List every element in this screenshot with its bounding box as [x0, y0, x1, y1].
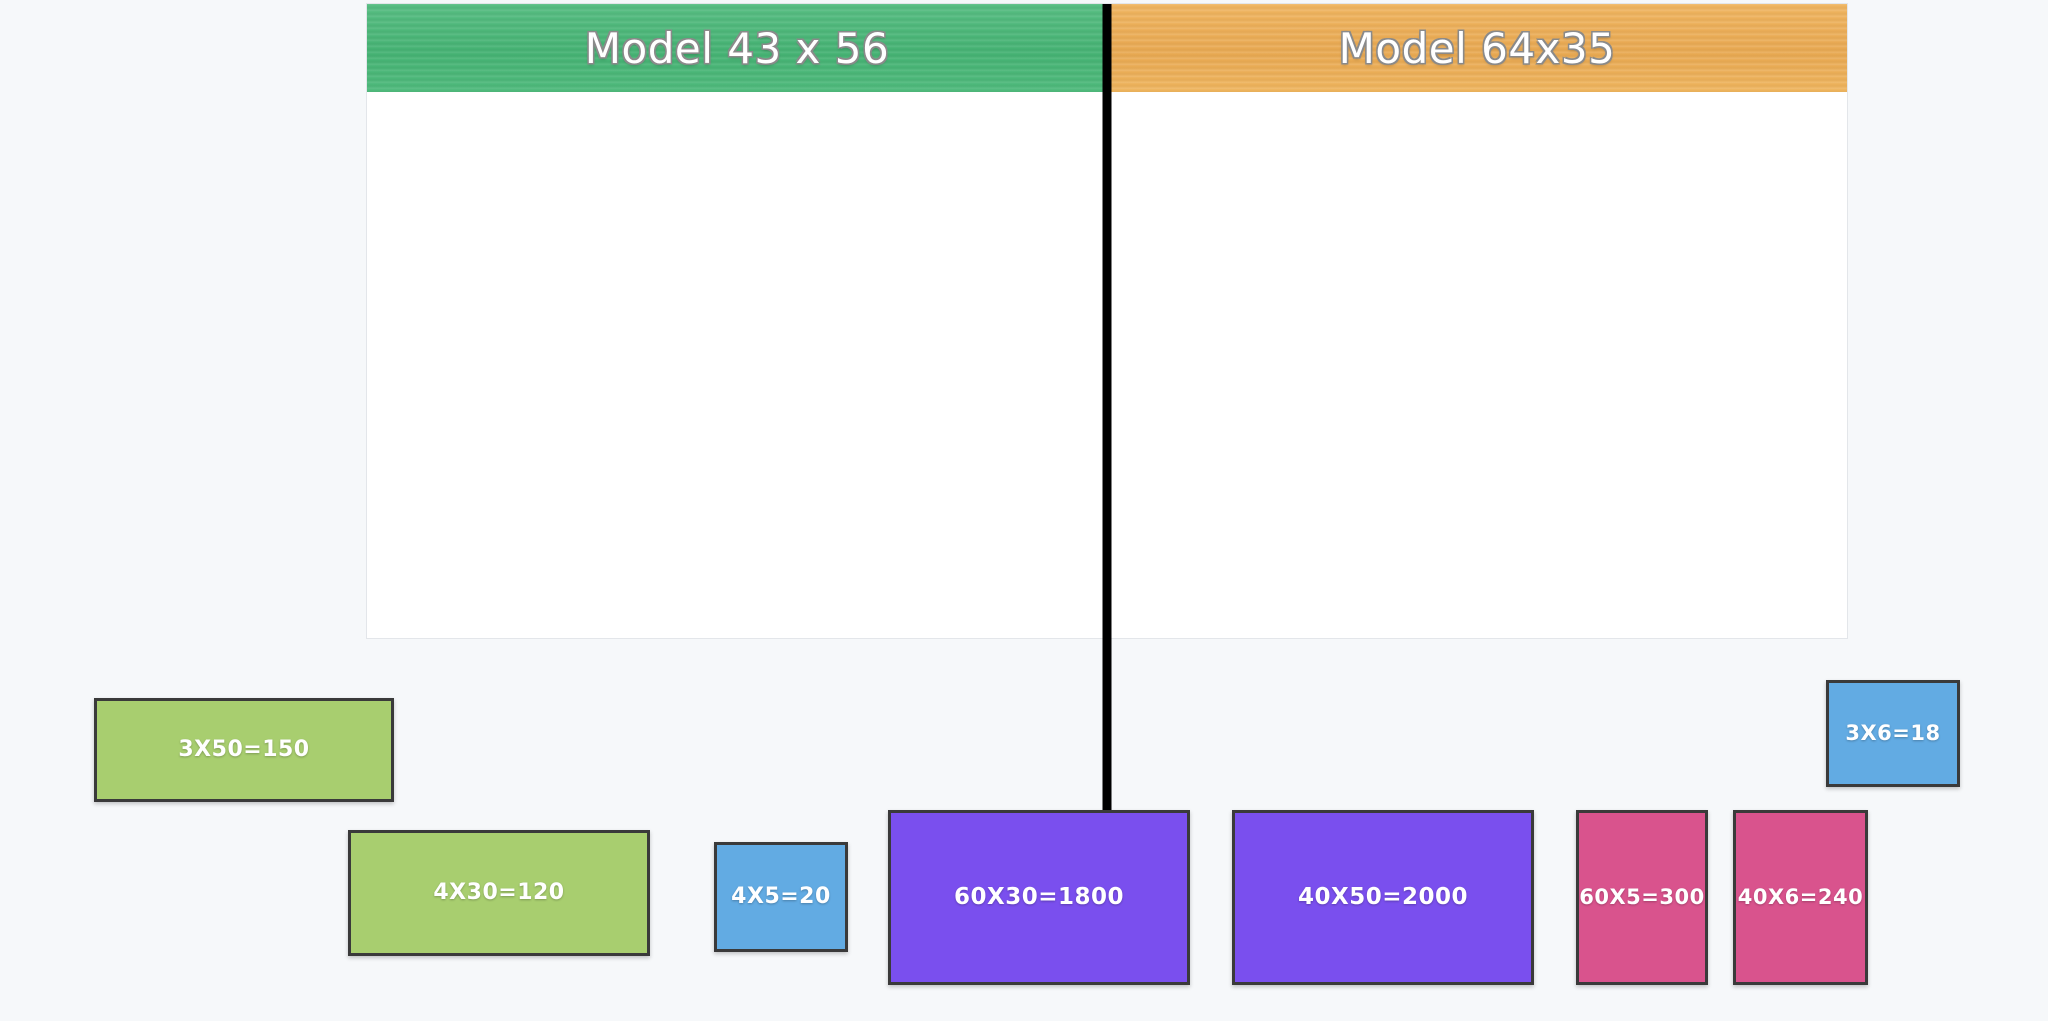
- tile-label: 4X5=20: [731, 883, 831, 909]
- tile-label: 4X30=120: [433, 879, 565, 905]
- tile-60x5[interactable]: 60X5=300: [1576, 810, 1708, 985]
- model-header-left-title: Model 43 x 56: [584, 23, 890, 73]
- tile-label: 60X30=1800: [953, 883, 1125, 910]
- tile-label: 3X6=18: [1845, 720, 1941, 745]
- tile-4x5[interactable]: 4X5=20: [714, 842, 848, 952]
- tile-40x6[interactable]: 40X6=240: [1733, 810, 1868, 985]
- model-header-right-title: Model 64x35: [1338, 23, 1616, 73]
- tile-60x30[interactable]: 60X30=1800: [888, 810, 1190, 985]
- tile-3x50[interactable]: 3X50=150: [94, 698, 394, 802]
- tile-3x6[interactable]: 3X6=18: [1826, 680, 1960, 787]
- board-headers: Model 43 x 56 Model 64x35: [367, 4, 1847, 92]
- tile-label: 40X50=2000: [1297, 883, 1469, 910]
- area-model-board[interactable]: Model 43 x 56 Model 64x35: [367, 4, 1847, 812]
- model-header-right: Model 64x35: [1107, 4, 1847, 92]
- tile-label: 40X6=240: [1737, 884, 1864, 909]
- board-center-divider: [1102, 4, 1112, 812]
- tile-40x50[interactable]: 40X50=2000: [1232, 810, 1534, 985]
- tile-label: 3X50=150: [178, 736, 310, 762]
- tile-label: 60X5=300: [1579, 884, 1705, 909]
- tile-4x30[interactable]: 4X30=120: [348, 830, 650, 956]
- model-header-left: Model 43 x 56: [367, 4, 1107, 92]
